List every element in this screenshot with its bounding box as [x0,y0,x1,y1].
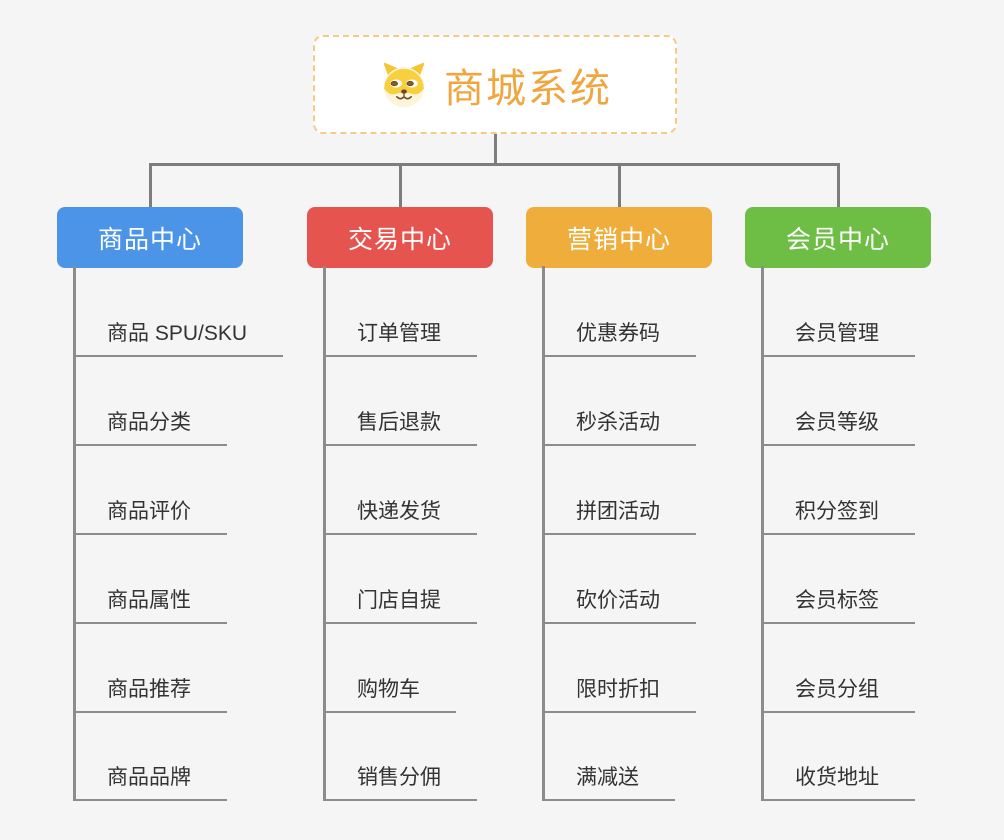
node-item-member-center-0[interactable]: 会员管理 [761,319,915,357]
node-item-product-center-2[interactable]: 商品评价 [73,497,227,535]
node-item-product-center-5[interactable]: 商品品牌 [73,763,227,801]
node-item-trade-center-4[interactable]: 购物车 [323,675,456,713]
node-item-product-center-1[interactable]: 商品分类 [73,408,227,446]
branch-header-product-center[interactable]: 商品中心 [57,207,243,268]
node-item-member-center-1[interactable]: 会员等级 [761,408,915,446]
node-item-member-center-4[interactable]: 会员分组 [761,675,915,713]
node-item-trade-center-0[interactable]: 订单管理 [323,319,477,357]
node-item-trade-center-5[interactable]: 销售分佣 [323,763,477,801]
node-item-marketing-center-5[interactable]: 满减送 [542,763,675,801]
dog-face-icon [378,62,430,108]
node-item-marketing-center-3[interactable]: 砍价活动 [542,586,696,624]
node-item-marketing-center-0[interactable]: 优惠券码 [542,319,696,357]
node-item-product-center-3[interactable]: 商品属性 [73,586,227,624]
node-item-member-center-2[interactable]: 积分签到 [761,497,915,535]
node-item-trade-center-2[interactable]: 快递发货 [323,497,477,535]
root-title: 商城系统 [444,66,612,111]
node-item-member-center-5[interactable]: 收货地址 [761,763,915,801]
branch-header-trade-center[interactable]: 交易中心 [307,207,493,268]
node-item-trade-center-1[interactable]: 售后退款 [323,408,477,446]
branch-header-member-center[interactable]: 会员中心 [745,207,931,268]
node-item-marketing-center-2[interactable]: 拼团活动 [542,497,696,535]
connector-line [836,163,840,207]
branch-header-marketing-center[interactable]: 营销中心 [526,207,712,268]
connector-line [398,163,402,207]
node-item-member-center-3[interactable]: 会员标签 [761,586,915,624]
node-item-product-center-4[interactable]: 商品推荐 [73,675,227,713]
connector-line [493,134,497,166]
node-item-marketing-center-4[interactable]: 限时折扣 [542,675,696,713]
connector-line [148,163,152,207]
node-item-marketing-center-1[interactable]: 秒杀活动 [542,408,696,446]
node-item-trade-center-3[interactable]: 门店自提 [323,586,477,624]
connector-line [617,163,621,207]
root-node[interactable]: 商城系统 [313,35,677,134]
connector-line [148,163,840,166]
node-item-product-center-0[interactable]: 商品 SPU/SKU [73,319,284,357]
